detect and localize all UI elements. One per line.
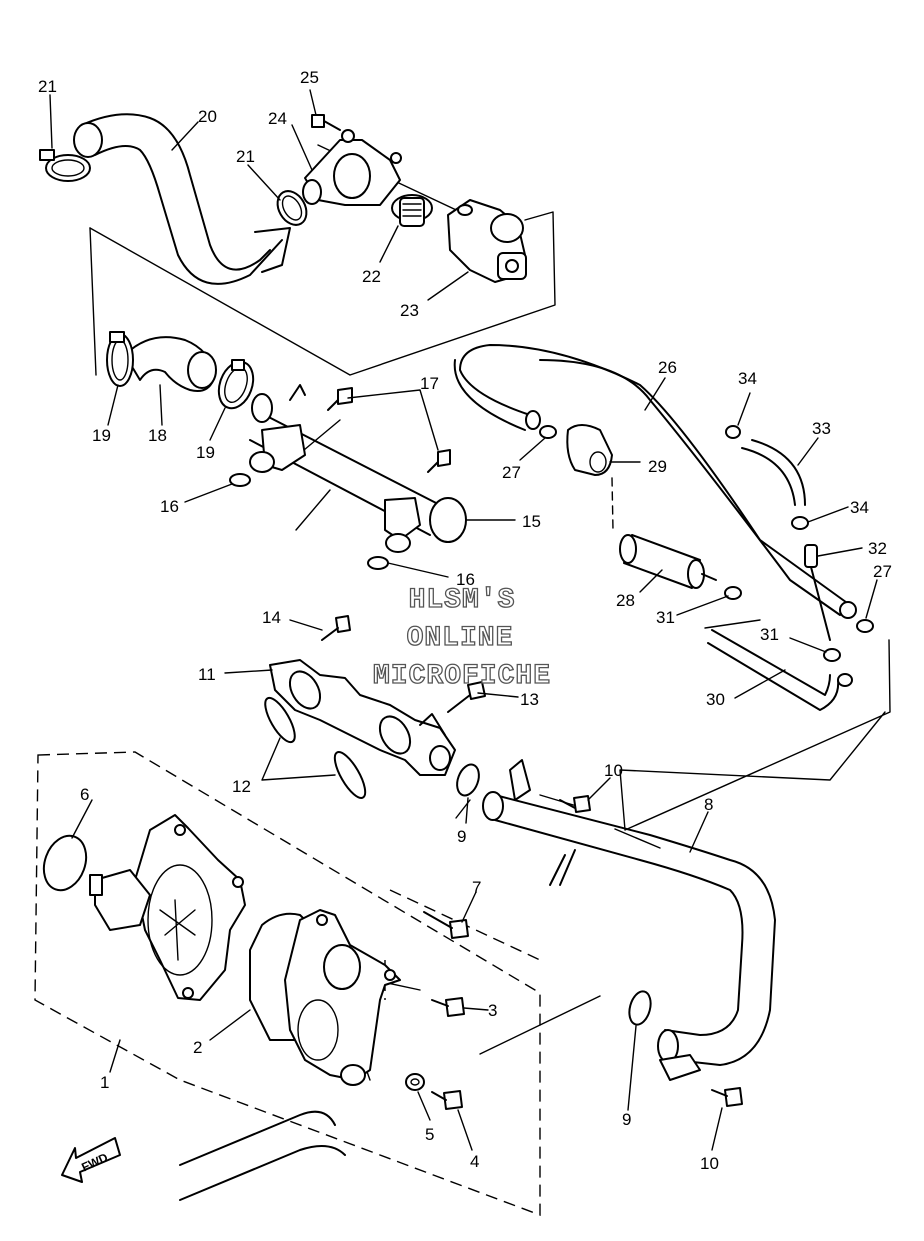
- bolt-17-lower: [427, 449, 451, 473]
- gasket-12-right: [333, 751, 367, 799]
- callout-labels: 1234567899101011121314151616171819192021…: [38, 68, 892, 1173]
- callout-c34a: 34: [738, 369, 757, 388]
- callout-c33: 33: [812, 419, 831, 438]
- callout-c9a: 9: [457, 827, 466, 846]
- callout-c14: 14: [262, 608, 281, 627]
- watermark-line-1: HLSM'S: [409, 585, 516, 616]
- water-pump-body: [89, 814, 246, 1001]
- watermark-line-3: MICROFICHE: [373, 661, 551, 692]
- callout-c16a: 16: [160, 497, 179, 516]
- leader-lines: [49, 89, 878, 1151]
- hose-clamp-19-right: [217, 359, 255, 410]
- callout-c11: 11: [198, 665, 216, 684]
- coolant-pipe: [249, 384, 467, 553]
- bolt-4: [431, 1090, 463, 1110]
- thermostat-housing: [447, 199, 527, 283]
- gasket-12-left: [264, 696, 296, 744]
- pump-cover: [284, 909, 401, 1086]
- callout-c7: 7: [472, 878, 481, 897]
- callout-c28: 28: [616, 591, 635, 610]
- callout-c24: 24: [268, 109, 287, 128]
- thermostat: [391, 194, 433, 227]
- callout-c21b: 21: [236, 147, 255, 166]
- bolt-10-upper: [559, 795, 591, 813]
- bolt-10-lower: [711, 1087, 743, 1107]
- hose-clamp-upper-left: [39, 149, 91, 182]
- callout-c6: 6: [80, 785, 89, 804]
- watermark: HLSM'S ONLINE MICROFICHE: [372, 584, 551, 692]
- callout-c20: 20: [198, 107, 217, 126]
- washer-5: [405, 1073, 425, 1091]
- callout-c2: 2: [193, 1038, 202, 1057]
- callout-c19b: 19: [196, 443, 215, 462]
- callout-c9b: 9: [622, 1110, 631, 1129]
- callout-c34b: 34: [850, 498, 869, 517]
- o-ring-6: [42, 834, 88, 892]
- callout-c4: 4: [470, 1152, 479, 1171]
- callout-c26: 26: [658, 358, 677, 377]
- bracket-29: [566, 424, 613, 476]
- callout-c31a: 31: [656, 608, 675, 627]
- callout-c17: 17: [420, 374, 439, 393]
- elbow-hose: [124, 336, 217, 392]
- clip-31-lower: [823, 648, 841, 662]
- hose-33: [741, 439, 806, 506]
- coolant-pipe-8: [482, 759, 776, 1081]
- callout-c13: 13: [520, 690, 539, 709]
- upper-radiator-hose: [73, 113, 291, 285]
- callout-c19a: 19: [92, 426, 111, 445]
- callout-c30: 30: [706, 690, 725, 709]
- bolt-14: [321, 615, 351, 641]
- clip-34-lower: [791, 516, 809, 530]
- pipe-joint-11: [269, 659, 456, 776]
- callout-c27a: 27: [502, 463, 521, 482]
- callout-c5: 5: [425, 1125, 434, 1144]
- callout-c10b: 10: [700, 1154, 719, 1173]
- callout-c22: 22: [362, 267, 381, 286]
- bolt-7: [423, 911, 469, 939]
- callout-c32: 32: [868, 539, 887, 558]
- clip-34-upper: [725, 425, 741, 439]
- callout-c16b: 16: [456, 570, 475, 589]
- callout-c1: 1: [100, 1073, 109, 1092]
- callout-c3: 3: [488, 1001, 497, 1020]
- bolt-25: [311, 114, 341, 131]
- forward-arrow-icon: FWD: [61, 1137, 121, 1183]
- o-ring-16-upper: [229, 473, 251, 487]
- hose-clamp-upper-mid: [276, 190, 308, 226]
- callout-c12: 12: [232, 777, 251, 796]
- callout-c18: 18: [148, 426, 167, 445]
- breather-hose: [453, 344, 857, 619]
- filter-28: [619, 534, 717, 589]
- o-ring-9-lower: [628, 990, 652, 1026]
- clip-31-upper: [724, 586, 742, 600]
- bolt-13: [447, 681, 486, 713]
- callout-c8: 8: [704, 795, 713, 814]
- hose-clamp-19-left: [106, 331, 134, 387]
- callout-c21a: 21: [38, 77, 57, 96]
- bolt-3: [431, 997, 465, 1017]
- bolt-17-upper: [327, 387, 353, 411]
- hose-30: [707, 629, 853, 711]
- watermark-line-2: ONLINE: [407, 623, 514, 654]
- callout-c23: 23: [400, 301, 419, 320]
- callout-c15: 15: [522, 512, 541, 531]
- joint-32: [804, 544, 831, 641]
- clip-27-upper: [539, 425, 557, 439]
- callout-c25: 25: [300, 68, 319, 87]
- thermostat-cover: [302, 129, 402, 206]
- o-ring-16-lower: [367, 556, 389, 570]
- lower-hose: [179, 1110, 346, 1201]
- callout-c29: 29: [648, 457, 667, 476]
- callout-c31b: 31: [760, 625, 779, 644]
- callout-c27b: 27: [873, 562, 892, 581]
- callout-c10a: 10: [604, 761, 623, 780]
- o-ring-9-upper: [456, 763, 480, 797]
- clip-27-right: [856, 619, 874, 633]
